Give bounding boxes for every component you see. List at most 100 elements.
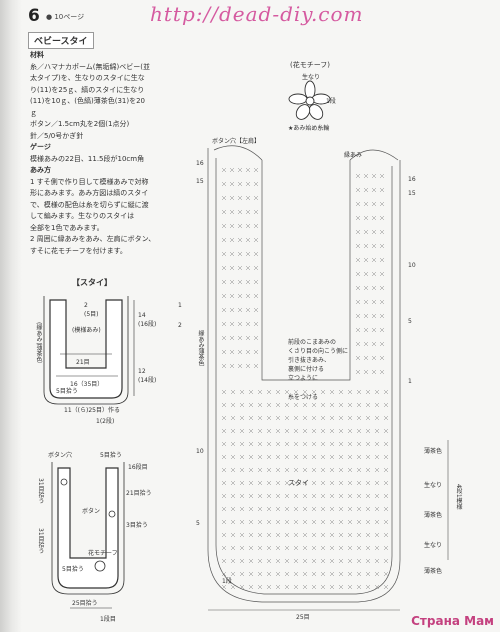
stitch-mark <box>365 506 371 512</box>
stitch-mark <box>275 571 281 577</box>
sketch2-button-hole: ボタン穴 <box>48 452 73 459</box>
stitch-mark <box>347 519 353 525</box>
instruction-line: ｇ <box>30 108 37 117</box>
stitch-mark <box>221 223 227 229</box>
stitch-mark <box>229 181 235 187</box>
stitch-mark <box>230 415 236 421</box>
stitch-mark <box>356 545 362 551</box>
stitch-mark <box>248 584 254 590</box>
sketch1-5: 5目拾う <box>56 388 78 395</box>
stitch-mark <box>371 285 377 291</box>
stitch-mark <box>320 506 326 512</box>
stitch-mark <box>356 467 362 473</box>
stitch-mark <box>275 389 281 395</box>
stitch-mark <box>257 519 263 525</box>
stitch-mark <box>302 545 308 551</box>
sketch1-label: 【スタイ】 <box>72 278 112 287</box>
stitch-mark <box>237 265 243 271</box>
stitch-mark <box>248 428 254 434</box>
stitch-mark <box>275 428 281 434</box>
stitch-mark <box>356 454 362 460</box>
stitch-mark <box>355 271 361 277</box>
flower-motif-mark <box>94 560 106 572</box>
stitch-mark <box>248 454 254 460</box>
stitch-mark <box>229 223 235 229</box>
stitch-mark <box>379 341 385 347</box>
stitch-mark <box>329 428 335 434</box>
stitch-mark <box>302 480 308 486</box>
stitch-mark <box>239 402 245 408</box>
stitch-mark <box>284 558 290 564</box>
stitch-mark <box>221 467 227 473</box>
instruction-line: (11)を10ｇ、(色縞)薄茶色(31)を20 <box>30 97 146 105</box>
stitch-mark <box>266 402 272 408</box>
stitch-mark <box>293 493 299 499</box>
stitch-mark <box>237 363 243 369</box>
stitch-mark <box>221 584 227 590</box>
stitch-mark <box>329 532 335 538</box>
stitch-mark <box>329 415 335 421</box>
stitch-mark <box>253 237 259 243</box>
stitch-mark <box>379 355 385 361</box>
stitch-mark <box>371 299 377 305</box>
stitch-mark <box>293 571 299 577</box>
stitch-mark <box>338 428 344 434</box>
stitch-chart <box>207 145 401 603</box>
stitch-mark <box>371 341 377 347</box>
instruction-line: 1 すそ側で作り目して模様あみで対称 <box>30 177 149 186</box>
stitch-mark <box>347 467 353 473</box>
stitch-mark <box>356 493 362 499</box>
stitch-mark <box>248 532 254 538</box>
stitch-mark <box>355 243 361 249</box>
stitch-mark <box>245 181 251 187</box>
stitch-mark <box>239 506 245 512</box>
stitch-mark <box>374 441 380 447</box>
stitch-mark <box>257 389 263 395</box>
stitch-mark <box>379 313 385 319</box>
stitch-mark <box>248 558 254 564</box>
stitch-mark <box>379 229 385 235</box>
stitch-mark <box>275 519 281 525</box>
stitch-mark <box>257 493 263 499</box>
stitch-mark <box>311 571 317 577</box>
stitch-mark <box>239 558 245 564</box>
stitch-mark <box>329 389 335 395</box>
stitch-mark <box>338 415 344 421</box>
stitch-mark <box>253 293 259 299</box>
stitch-mark <box>371 271 377 277</box>
chart-row-1b: 1 <box>178 302 182 309</box>
stitch-mark <box>302 467 308 473</box>
stitch-mark <box>229 209 235 215</box>
stitch-mark <box>374 493 380 499</box>
stitch-mark <box>245 209 251 215</box>
stitch-mark <box>363 285 369 291</box>
stitch-mark <box>284 454 290 460</box>
stitch-mark <box>347 545 353 551</box>
stitch-mark <box>374 532 380 538</box>
stitch-mark <box>383 480 389 486</box>
stitch-mark <box>253 181 259 187</box>
chart-note: 前段のこまあみの くさり目の向こう側に 引き抜きあみ、 裏側に付ける 立つように <box>288 339 349 382</box>
stitch-mark <box>383 571 389 577</box>
chart-row-10: 10 <box>196 448 204 455</box>
stitch-mark <box>338 532 344 538</box>
stitch-mark <box>363 271 369 277</box>
stitch-mark <box>245 321 251 327</box>
stitch-mark <box>229 195 235 201</box>
stitch-mark <box>379 215 385 221</box>
stitch-mark <box>257 584 263 590</box>
stitch-mark <box>230 480 236 486</box>
stitch-mark <box>245 223 251 229</box>
stitch-mark <box>355 327 361 333</box>
stitch-mark <box>371 369 377 375</box>
instruction-line: 糸／ハマナカポーム(無垢綿)ベビー(並 <box>30 62 150 71</box>
stitch-mark <box>253 321 259 327</box>
stitch-mark <box>284 532 290 538</box>
stitch-mark <box>237 307 243 313</box>
stitch-mark <box>257 428 263 434</box>
stitch-mark <box>266 441 272 447</box>
stitch-mark <box>338 519 344 525</box>
stitch-mark <box>365 467 371 473</box>
stitch-mark <box>338 454 344 460</box>
stitch-mark <box>365 428 371 434</box>
